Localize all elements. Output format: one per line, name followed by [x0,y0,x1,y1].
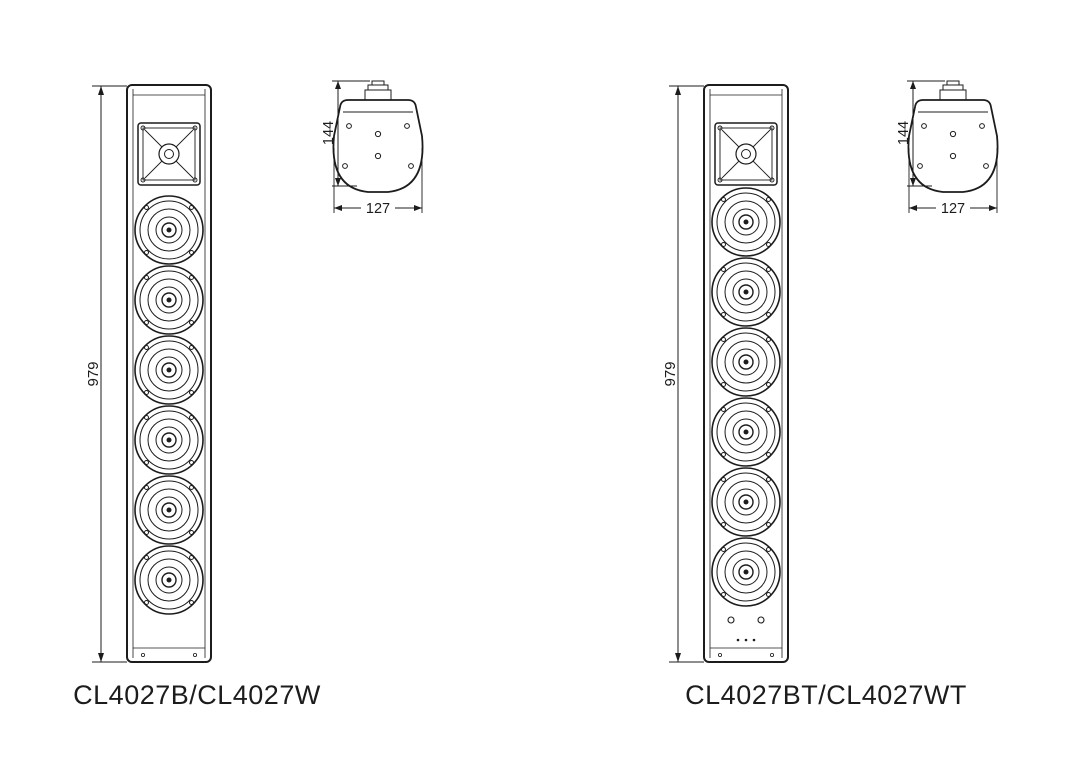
arrow-right-icon [414,205,422,211]
woofer [711,257,781,327]
arrow-left-icon [909,205,917,211]
arrow-up-icon [910,81,916,89]
depth-dimension-value: 144 [321,121,337,145]
woofer [711,187,781,257]
top-view-body-right [907,80,999,193]
front-view-left: 979 [85,84,212,663]
depth-dimension-left: 144 [321,80,370,187]
arrow-up-icon [675,86,681,95]
woofer [134,475,204,545]
woofer [134,265,204,335]
model-label-right: CL4027BT/CL4027WT [685,680,967,710]
tweeter-right [714,122,778,186]
arrow-right-icon [989,205,997,211]
depth-dimension-right: 144 [896,80,945,187]
arrow-down-icon [910,178,916,186]
model-label-left: CL4027B/CL4027W [73,680,321,710]
woofer-array-right [711,187,781,607]
arrow-left-icon [334,205,342,211]
woofer [711,397,781,467]
arrow-up-icon [98,86,104,95]
arrow-down-icon [335,178,341,186]
tweeter-left [137,122,201,186]
woofer [134,545,204,615]
width-dimension-value: 127 [941,201,965,217]
cabinet-outline-right [703,84,789,663]
arrow-up-icon [335,81,341,89]
top-view-right: 144 127 [896,80,999,217]
woofer [134,195,204,265]
arrow-down-icon [675,653,681,662]
height-dimension-value: 979 [662,361,679,386]
height-dimension-left: 979 [85,85,127,663]
woofer [711,537,781,607]
depth-dimension-value: 144 [896,121,912,145]
height-dimension-right: 979 [662,85,704,663]
top-view-left: 144 127 [321,80,424,217]
top-view-body-left [332,80,424,193]
width-dimension-right: 127 [908,148,998,217]
cabinet-outline-left [126,84,212,663]
width-dimension-left: 127 [333,148,423,217]
woofer-array-left [134,195,204,615]
height-dimension-value: 979 [85,361,102,386]
woofer [711,467,781,537]
woofer [134,405,204,475]
woofer [711,327,781,397]
front-view-right: 979 [662,84,789,663]
woofer [134,335,204,405]
arrow-down-icon [98,653,104,662]
width-dimension-value: 127 [366,201,390,217]
